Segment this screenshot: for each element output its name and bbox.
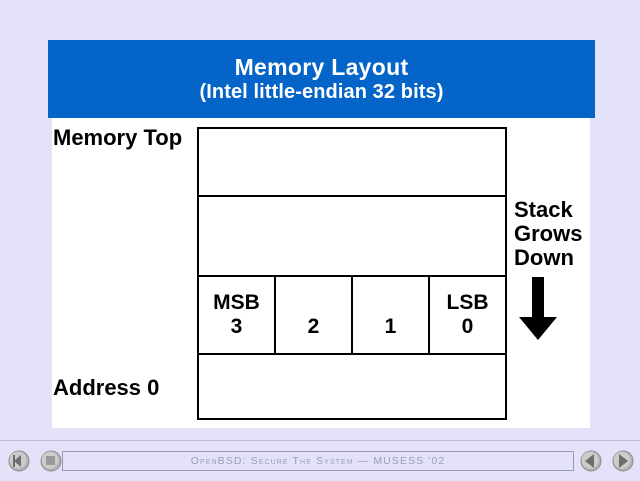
byte-cell-0-tag: LSB (446, 291, 489, 315)
slide-title-main: Memory Layout (234, 54, 409, 81)
stop-button[interactable] (40, 450, 62, 472)
slide-title-band: Memory Layout (Intel little-endian 32 bi… (48, 40, 595, 118)
byte-cell-0: LSB 0 (430, 277, 505, 353)
memory-top-label: Memory Top (53, 125, 183, 150)
previous-slide-button[interactable] (580, 450, 602, 472)
first-slide-button[interactable] (8, 450, 30, 472)
memory-row-empty-second (199, 197, 505, 277)
byte-cell-2: 2 (276, 277, 353, 353)
address-zero-label: Address 0 (53, 375, 160, 400)
memory-row-empty-top (199, 129, 505, 197)
byte-cell-0-number: 0 (461, 315, 474, 339)
stack-note-line-1: Stack (514, 197, 573, 222)
memory-row-bytes: MSB 3 2 1 LSB 0 (199, 277, 505, 355)
memory-row-empty-bottom (199, 355, 505, 418)
slide-content-panel: Memory Top Address 0 MSB 3 2 1 (52, 118, 590, 428)
stack-note-line-3: Down (514, 245, 574, 271)
stack-grows-down-note: Stack Grows Down (514, 197, 590, 346)
byte-cell-3-tag: MSB (213, 291, 260, 315)
byte-cell-1: 1 (353, 277, 430, 353)
byte-cell-1-number: 1 (384, 315, 397, 339)
memory-layout-table: MSB 3 2 1 LSB 0 (197, 127, 507, 420)
slide-title-subtitle: (Intel little-endian 32 bits) (199, 80, 444, 103)
slide-canvas: Memory Layout (Intel little-endian 32 bi… (48, 40, 595, 428)
presentation-title-text: OpenBSD: Secure The System — MUSESS '02 (190, 455, 446, 467)
byte-cell-3: MSB 3 (199, 277, 276, 353)
stack-note-line-2: Grows (514, 221, 583, 247)
next-slide-button[interactable] (612, 450, 634, 472)
slide-navigation-bar: OpenBSD: Secure The System — MUSESS '02 (0, 440, 640, 481)
arrow-down-icon (516, 276, 590, 346)
byte-cell-3-number: 3 (230, 315, 243, 339)
presentation-title-bar: OpenBSD: Secure The System — MUSESS '02 (62, 451, 574, 471)
byte-cell-2-number: 2 (307, 315, 320, 339)
